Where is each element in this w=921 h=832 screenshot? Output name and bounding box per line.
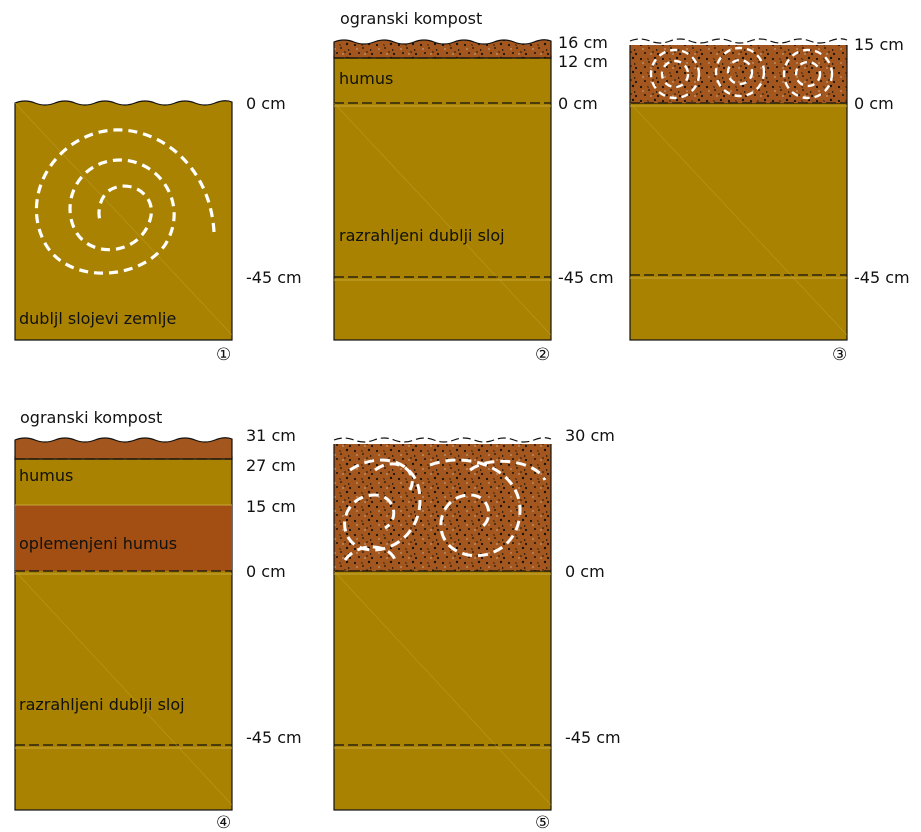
panel-2-compost-layer [333,39,552,59]
panel-1-depth-surface: 0 cm [246,94,286,113]
panel-2-depth-deep: -45 cm [558,268,614,287]
panel-2-soil [333,55,552,341]
panel-2-loosened-label: razrahljeni dublji sloj [339,226,505,245]
panel-4-depth-deep: -45 cm [246,728,302,747]
panel-5-soil [333,570,552,811]
panel-2-depth-compost-base: 12 cm [558,52,608,71]
panel-2-humus-label: humus [339,69,393,88]
panel-3-depth-top: 15 cm [854,35,904,54]
panel-1: dubljl slojevi zemlje 0 cm -45 cm ① [14,94,302,365]
panel-1-deep-label: dubljl slojevi zemlje [19,309,176,328]
panel-3-number: ③ [832,345,847,365]
panel-1-loosening-spiral [34,128,216,275]
panel-5-number: ⑤ [535,813,550,832]
panel-4-compost-layer [14,437,233,460]
panel-5-depth-surface: 0 cm [565,562,605,581]
panel-5: 30 cm 0 cm -45 cm ⑤ [333,426,621,832]
panel-3-depth-deep: -45 cm [854,268,910,287]
panel-1-soil [14,100,233,341]
panel-4-compost-label: ogranski kompost [20,408,162,427]
panel-5-mixing-swirls [343,458,547,561]
panel-3: 15 cm 0 cm -45 cm ③ [629,35,910,365]
panel-2-depth-top: 16 cm [558,33,608,52]
panel-4-loosened-label: razrahljeni dublji sloj [19,695,185,714]
panel-5-depth-top: 30 cm [565,426,615,445]
panel-4-depth-compost-base: 27 cm [246,456,296,475]
panel-4-depth-surface: 0 cm [246,562,286,581]
panel-1-depth-deep: -45 cm [246,268,302,287]
panel-5-depth-deep: -45 cm [565,728,621,747]
panel-4-number: ④ [216,813,231,832]
panel-4-depth-humus-base: 15 cm [246,497,296,516]
panel-5-mixed-layer [334,444,551,571]
panel-4-humus-label: humus [19,466,73,485]
panel-3-soil [629,102,848,341]
panel-2: ogranski kompost humus razrahljeni dublj… [333,9,614,365]
panel-4: ogranski kompost humus oplemenjeni humus… [14,408,302,832]
panel-2-compost-label: ogranski kompost [340,9,482,28]
panel-3-depth-surface: 0 cm [854,94,894,113]
panel-3-mixed-layer [630,45,847,103]
panel-1-number: ① [216,345,231,365]
panel-4-enriched-humus-layer [15,505,232,571]
panel-4-depth-top: 31 cm [246,426,296,445]
panel-2-depth-surface: 0 cm [558,94,598,113]
panel-2-number: ② [535,345,550,365]
panel-4-enriched-label: oplemenjeni humus [19,534,177,553]
panel-3-mixing-swirls [649,46,834,100]
